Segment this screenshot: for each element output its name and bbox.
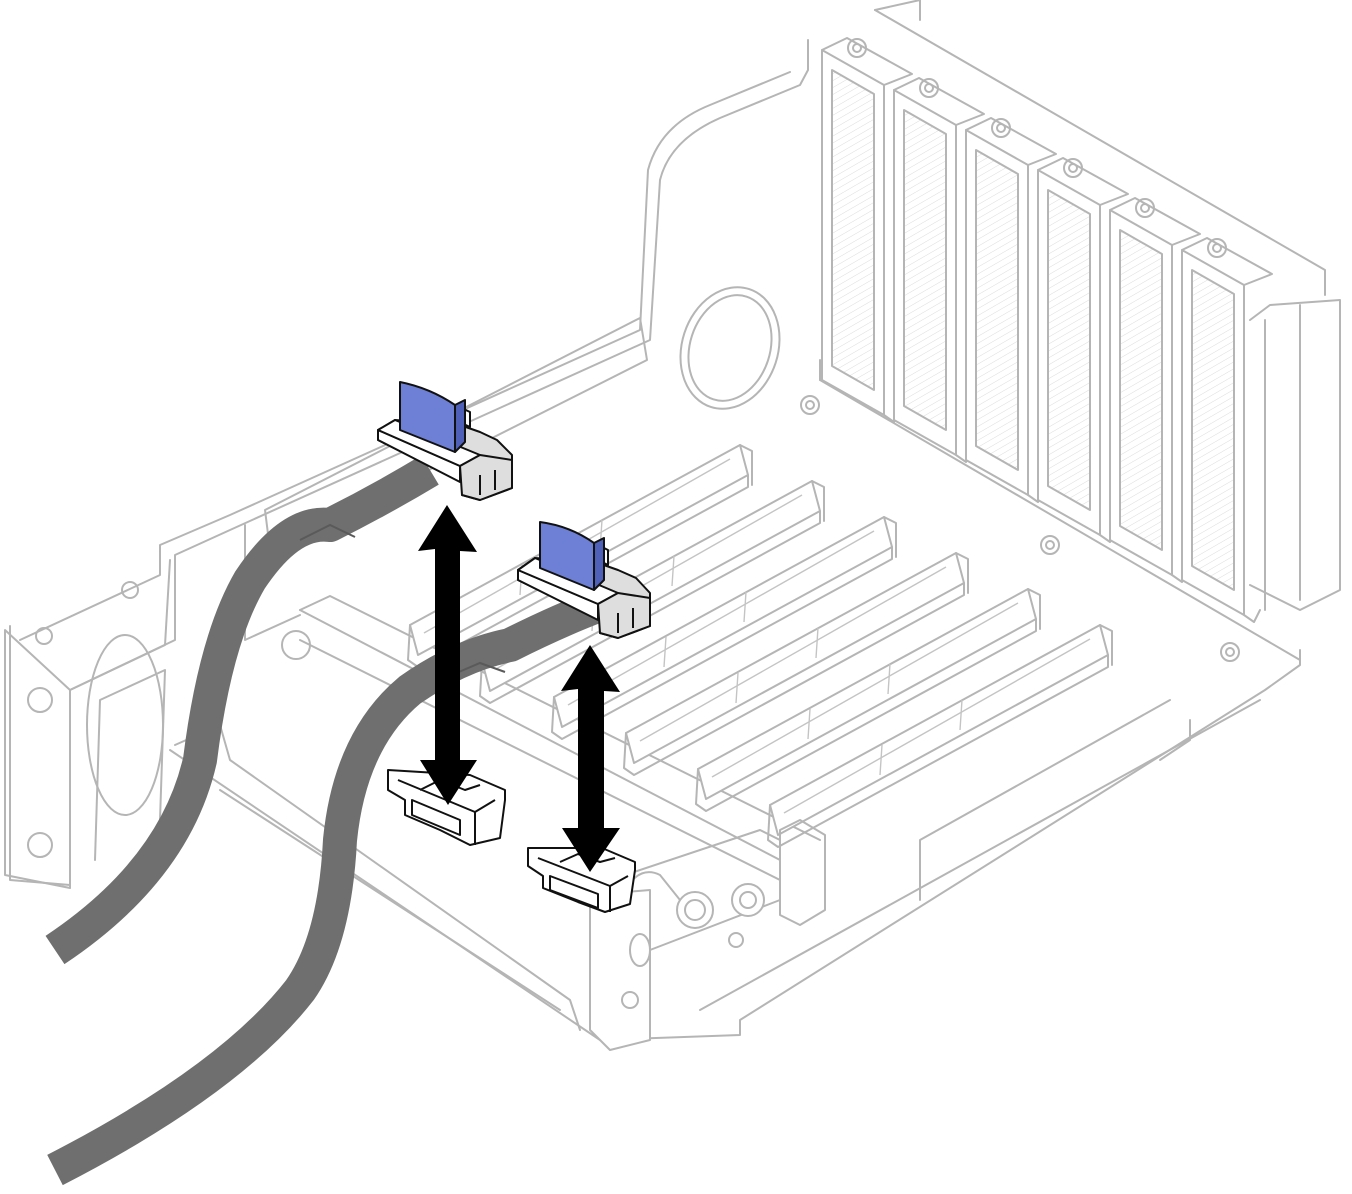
pcie-bracket [1181,237,1273,623]
pcie-slot-connectors [407,444,1113,848]
ribbon-cable-1 [45,455,439,965]
pcie-bracket [893,77,985,463]
pcie-bracket [965,117,1057,503]
pcie-slot [695,588,1041,812]
cable-connector-2 [517,521,651,639]
pcie-slot [551,516,897,740]
pcie-bracket [1109,197,1201,583]
pcie-slot [479,480,825,704]
pcie-slot [623,552,969,776]
board-socket-right [527,847,636,913]
pcie-bracket [821,37,913,423]
double-headed-arrow-icon [418,505,477,805]
release-latch [589,819,826,1051]
pcie-bracket [1037,157,1129,543]
cable-connector-1 [377,381,513,501]
double-headed-arrow-icon [561,645,620,872]
pcie-slot [767,624,1113,848]
pcie-slot-brackets [821,0,1341,623]
